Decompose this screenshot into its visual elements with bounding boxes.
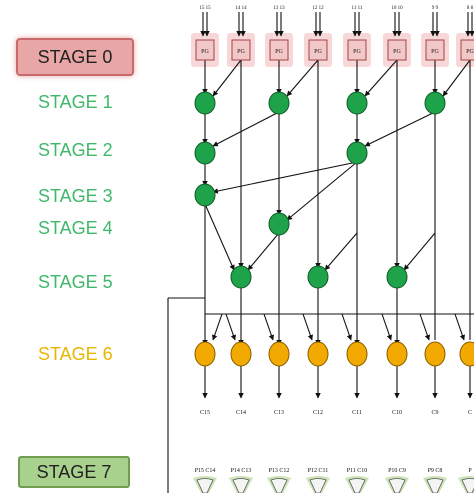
xor-gate — [196, 478, 214, 493]
carry-label: C9 — [431, 410, 438, 416]
green-node — [346, 91, 368, 115]
input-label: 9 9 — [432, 6, 439, 11]
pg-box — [425, 39, 445, 61]
green-node — [268, 91, 290, 115]
stage-7-label-box: STAGE 7 — [18, 456, 130, 488]
stage-0-label: STAGE 0 — [37, 46, 113, 67]
stage-5-label: STAGE 5 — [38, 272, 113, 292]
input-label: 12 12 — [312, 6, 324, 11]
stage-7-label: STAGE 7 — [36, 461, 112, 482]
stage-2-label: STAGE 2 — [38, 140, 113, 160]
xor-input-label: P13 C12 — [269, 468, 290, 474]
pg-label: PG — [201, 49, 209, 55]
carry-label: C13 — [274, 410, 284, 416]
orange-node — [346, 341, 368, 367]
stage-1-label: STAGE 1 — [38, 92, 113, 112]
green-node — [386, 265, 408, 289]
wire — [364, 59, 398, 97]
orange-node — [194, 341, 216, 367]
pg-box — [308, 39, 328, 61]
green-node — [194, 183, 216, 207]
wire — [247, 232, 280, 271]
orange-node — [307, 341, 329, 367]
orange-node — [268, 341, 290, 367]
stage-3-label: STAGE 3 — [38, 186, 113, 206]
pg-box — [269, 39, 289, 61]
pg-box — [231, 39, 251, 61]
xor-input-label: P — [468, 468, 472, 474]
stage-0-label-box: STAGE 0 — [16, 38, 134, 76]
xor-gate — [388, 478, 406, 493]
green-node — [194, 141, 216, 165]
green-node — [268, 212, 290, 236]
wire — [454, 313, 465, 341]
wire — [403, 232, 436, 271]
wire — [212, 313, 223, 341]
wire — [212, 111, 280, 147]
wire — [204, 203, 235, 271]
carry-label: C15 — [200, 410, 210, 416]
xor-gate — [461, 478, 474, 493]
pg-label: PG — [431, 49, 439, 55]
wire — [419, 313, 430, 341]
wire — [442, 59, 471, 97]
carry-label: C14 — [236, 410, 246, 416]
wire — [286, 161, 358, 221]
input-label: 10 10 — [391, 6, 403, 11]
pg-label: PG — [393, 49, 401, 55]
pg-label: PG — [237, 49, 245, 55]
green-node — [346, 141, 368, 165]
input-label: 8 8 — [467, 6, 474, 11]
xor-input-label: P9 C8 — [428, 468, 443, 474]
pg-label: PG — [314, 49, 322, 55]
wire — [302, 313, 313, 341]
stage-6-label: STAGE 6 — [38, 344, 113, 364]
pg-label: PG — [275, 49, 283, 55]
xor-input-label: P15 C14 — [195, 468, 216, 474]
green-node — [424, 91, 446, 115]
pg-box — [460, 39, 474, 61]
pg-box — [195, 39, 215, 61]
green-node — [230, 265, 252, 289]
orange-node — [386, 341, 408, 367]
wire — [212, 59, 242, 97]
wire — [225, 313, 236, 341]
wire — [324, 232, 358, 271]
xor-gate — [270, 478, 288, 493]
xor-gate — [309, 478, 327, 493]
carry-label: C11 — [352, 410, 362, 416]
carry-label: C10 — [392, 410, 402, 416]
xor-gate — [426, 478, 444, 493]
orange-node — [424, 341, 446, 367]
pg-box — [387, 39, 407, 61]
xor-input-label: P12 C11 — [308, 468, 329, 474]
input-label: 15 15 — [199, 6, 211, 11]
wire — [381, 313, 392, 341]
orange-node — [459, 341, 474, 367]
xor-input-label: P11 C10 — [347, 468, 368, 474]
orange-node — [230, 341, 252, 367]
wire — [263, 313, 274, 341]
xor-gate — [232, 478, 250, 493]
stage-4-label: STAGE 4 — [38, 218, 113, 238]
pg-box — [347, 39, 367, 61]
wire — [341, 313, 352, 341]
pg-label: PG — [466, 49, 474, 55]
xor-input-label: P14 C13 — [231, 468, 252, 474]
pg-label: PG — [353, 49, 361, 55]
input-label: 14 14 — [235, 6, 247, 11]
green-node — [194, 91, 216, 115]
input-label: 13 13 — [273, 6, 285, 11]
wire — [212, 161, 358, 194]
wire — [286, 59, 319, 97]
green-node — [307, 265, 329, 289]
carry-label: C — [468, 410, 472, 416]
xor-input-label: P10 C9 — [388, 468, 406, 474]
input-label: 11 11 — [352, 6, 363, 11]
carry-label: C12 — [313, 410, 323, 416]
xor-gate — [348, 478, 366, 493]
wire — [364, 111, 436, 147]
